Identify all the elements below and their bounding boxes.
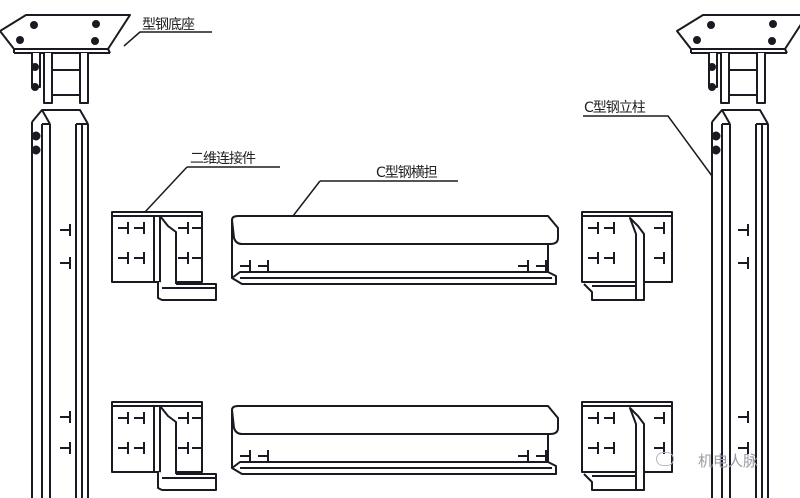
connector-bottom-right [582, 402, 672, 490]
label-column: C型钢立柱 [584, 100, 646, 116]
connector-top-right [582, 212, 672, 300]
column-left [31, 109, 89, 498]
crossarm-top [232, 216, 558, 284]
base-left [0, 14, 131, 104]
watermark-text: 机电人脉 [698, 452, 759, 470]
crossarm-bottom [232, 406, 558, 474]
label-connector: 二维连接件 [190, 151, 256, 167]
label-base: 型钢底座 [142, 17, 195, 33]
connector-bottom-left [112, 402, 216, 490]
wechat-icon [656, 452, 674, 466]
leader-lines [123, 31, 713, 217]
label-crossarm: C型钢横担 [376, 165, 438, 181]
base-right [676, 14, 800, 104]
column-right [711, 109, 769, 498]
connector-top-left [112, 212, 216, 300]
